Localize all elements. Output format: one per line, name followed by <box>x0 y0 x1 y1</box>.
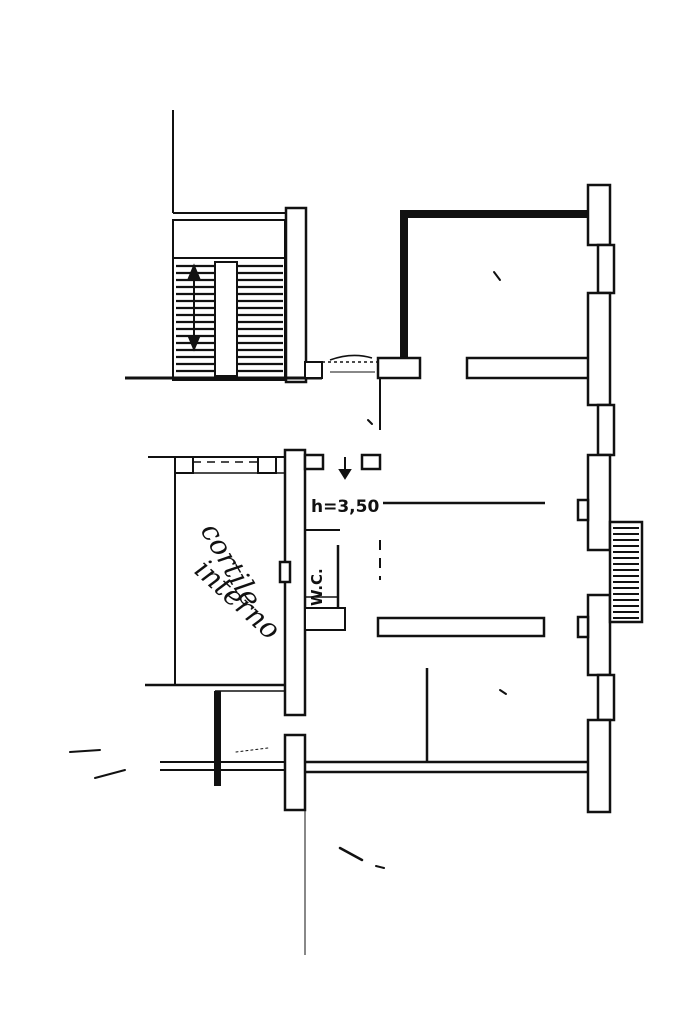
scan-marks <box>69 271 507 869</box>
stair-door-jamb <box>304 361 323 379</box>
window-1 <box>596 243 616 295</box>
courtyard <box>145 456 306 955</box>
balcony-jamb-bottom <box>576 615 590 639</box>
stair-central-wall <box>214 261 238 377</box>
courtyard-pillar-right <box>257 456 277 474</box>
facade-pier-1 <box>586 183 612 247</box>
wc-room <box>304 490 346 631</box>
balcony-jamb-top <box>576 498 590 522</box>
courtyard-pillar-left <box>174 456 194 474</box>
top-left-wall <box>400 210 408 362</box>
corridor-jamb-left <box>303 453 325 471</box>
apartment-walls <box>305 210 593 774</box>
facade-wall <box>576 183 616 814</box>
room1-wall-left <box>376 356 422 380</box>
room3-wall <box>376 616 546 638</box>
facade-pier-2 <box>586 291 612 407</box>
wc-bottom-wall <box>304 607 346 631</box>
balcony-hatch <box>613 527 639 619</box>
entrance-door <box>322 354 378 373</box>
balcony <box>608 520 644 624</box>
wc-label: W.C. <box>308 568 326 606</box>
height-note-bracket <box>304 490 340 531</box>
corridor-jamb-right <box>360 453 382 471</box>
ceiling-height-note: h=3,50 <box>311 497 379 517</box>
top-wall <box>400 210 588 218</box>
stair-right-wall <box>284 206 308 384</box>
wc-window-jamb <box>278 560 292 584</box>
entry-arrow-icon <box>338 457 352 480</box>
window-2 <box>596 403 616 457</box>
staircase <box>125 110 323 384</box>
stair-divider <box>214 261 238 377</box>
room1-wall-right <box>465 356 593 380</box>
service-walls <box>278 448 382 812</box>
facade-pier-5 <box>586 718 612 814</box>
door-swing-arc <box>329 354 373 361</box>
lower-wall-stub <box>283 733 307 812</box>
facade-pier-4 <box>586 593 612 677</box>
window-3 <box>596 673 616 722</box>
facade-pier-3 <box>586 453 612 552</box>
stair-arrow-icon <box>187 263 201 352</box>
lower-partition <box>214 691 221 786</box>
